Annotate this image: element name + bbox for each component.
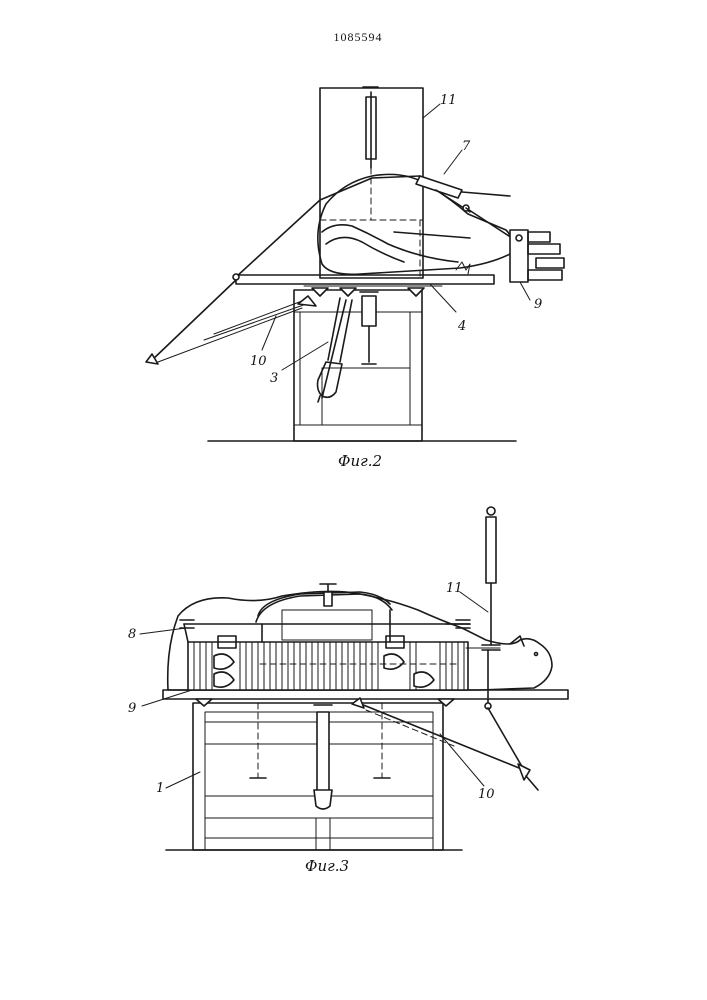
fig3-label-10: 10: [478, 787, 495, 802]
fig2-diagonal-boom: [146, 176, 420, 364]
figure-3: 11 8 9 1 10 Фиг.3: [128, 507, 568, 875]
fig2-label-10: 10: [250, 354, 267, 369]
fig3-label-8: 8: [128, 627, 136, 642]
fig2-cylinder-3: [318, 298, 353, 402]
fig3-jack: [314, 705, 332, 809]
fig3-label-9: 9: [128, 701, 136, 716]
fig3-label-1: 1: [156, 781, 164, 796]
fig2-caption: Фиг.2: [338, 452, 382, 470]
fig2-label-4: 4: [457, 319, 466, 334]
fig2-cylinder-7: [416, 176, 512, 238]
fig2-leaders: [262, 104, 530, 370]
fig2-label-7: 7: [462, 139, 471, 154]
fig2-table-frame: [294, 290, 422, 441]
fig2-label-3: 3: [270, 371, 278, 386]
fig2-head-clamp-9: [510, 230, 564, 282]
fig3-roller-bank: [188, 636, 468, 690]
fig2-label-9: 9: [534, 297, 542, 312]
fig2-jack: [360, 292, 378, 364]
fig2-frame-11: [320, 87, 423, 278]
fig2-label-11: 11: [440, 93, 457, 108]
fig3-caption: Фиг.3: [305, 857, 349, 875]
fig3-label-11: 11: [446, 581, 463, 596]
figure-2: 11 7 9 4 10 3 Фиг.2: [146, 87, 564, 470]
